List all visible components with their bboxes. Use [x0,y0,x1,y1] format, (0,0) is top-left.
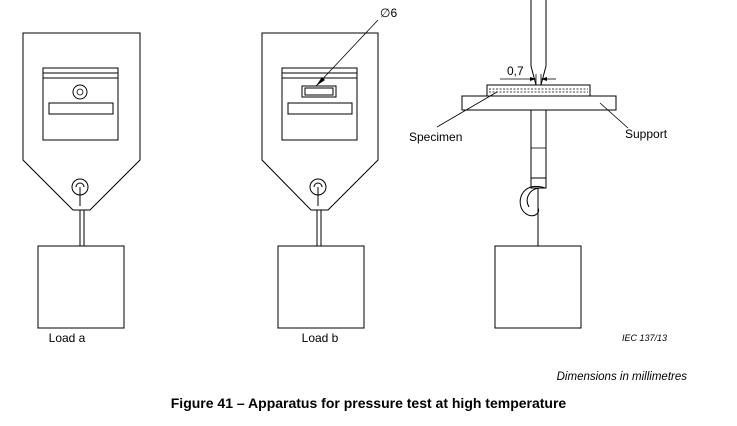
dimensions-note: Dimensions in millimetres [556,371,687,383]
side-view: 0,7 Specimen Support [409,0,668,329]
plate-b [281,67,358,141]
pressure-pin-b [301,85,337,98]
hook-hole-b [309,178,327,206]
gap-dimension: 0,7 [500,64,556,85]
slot-b [287,102,353,115]
specimen [486,84,591,97]
diameter-label: ∅6 [380,6,397,20]
gap-label: 0,7 [507,64,524,78]
apparatus-b: Load b [261,32,379,345]
figure-caption: Figure 41 – Apparatus for pressure test … [170,395,567,411]
iec-ref: IEC 137/13 [622,333,667,343]
apparatus-a: Load a [22,32,141,345]
pin-circle-a [72,84,88,100]
support [461,95,617,111]
load-b-label: Load b [302,331,339,345]
load-a-label: Load a [49,331,86,345]
specimen-label: Specimen [409,130,462,144]
plate-a [42,67,119,141]
load-weight-a [37,245,125,329]
support-label: Support [625,127,668,141]
diameter-leader: ∅6 [315,6,397,87]
frame-b [261,32,379,211]
frame-a [22,32,141,211]
s-hook [519,185,546,246]
slot-a [48,102,114,115]
pressure-tip [530,65,547,86]
load-weight-side [494,245,582,329]
hook-hole-a [71,178,89,206]
load-weight-b [277,245,365,329]
